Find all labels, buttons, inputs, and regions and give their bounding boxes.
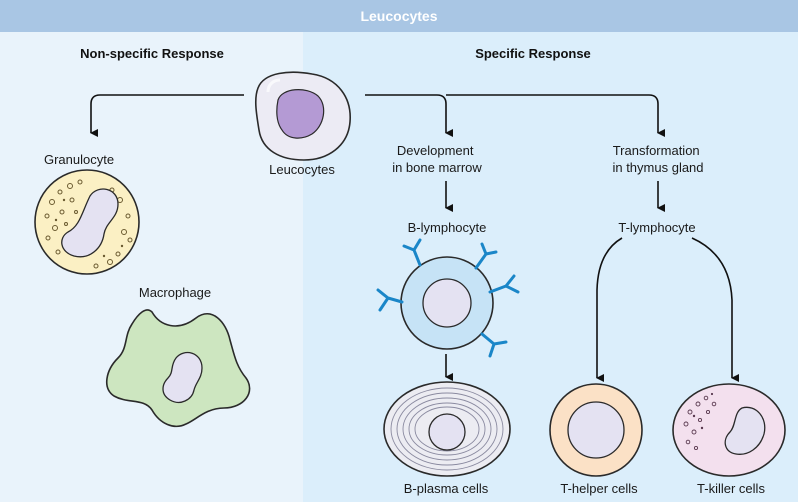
- thymus-step: Transformation in thymus gland: [612, 143, 703, 175]
- non-specific-heading: Non-specific Response: [80, 46, 224, 61]
- leucocyte-cell: [254, 71, 351, 161]
- macrophage-cell: [106, 309, 251, 428]
- bone-marrow-line-2: in bone marrow: [392, 160, 482, 175]
- granulocyte-label: Granulocyte: [44, 152, 114, 167]
- arrow-to-t-helper: [596, 237, 623, 382]
- macrophage-label: Macrophage: [139, 285, 211, 300]
- bone-marrow-line-1: Development: [397, 143, 474, 158]
- t-helper-label: T-helper cells: [560, 481, 638, 496]
- thymus-line-1: Transformation: [613, 143, 700, 158]
- antibody-receptors: [376, 238, 520, 358]
- t-lymphocyte-label: T-lymphocyte: [618, 220, 695, 235]
- arrow-to-bone-marrow: [365, 94, 453, 137]
- left-panel: [0, 32, 303, 502]
- title-bar: [0, 0, 798, 32]
- specific-heading: Specific Response: [475, 46, 591, 61]
- diagram-title: Leucocytes: [360, 8, 437, 24]
- granulocyte-cell: [34, 169, 140, 275]
- t-helper-cell: [549, 383, 643, 477]
- b-plasma-cell: [383, 381, 511, 477]
- arrow-to-thymus: [446, 94, 665, 137]
- bone-marrow-step: Development in bone marrow: [392, 143, 482, 175]
- arrow-to-granulocyte: [90, 94, 244, 137]
- flow-arrows: [90, 94, 739, 382]
- t-killer-cell: [672, 383, 786, 477]
- thymus-line-2: in thymus gland: [612, 160, 703, 175]
- b-lymphocyte-cell: [376, 238, 520, 358]
- arrow-to-t-killer: [691, 237, 739, 382]
- b-plasma-label: B-plasma cells: [404, 481, 489, 496]
- b-lymphocyte-label: B-lymphocyte: [408, 220, 487, 235]
- leucocytes-label: Leucocytes: [269, 162, 335, 177]
- t-killer-label: T-killer cells: [697, 481, 765, 496]
